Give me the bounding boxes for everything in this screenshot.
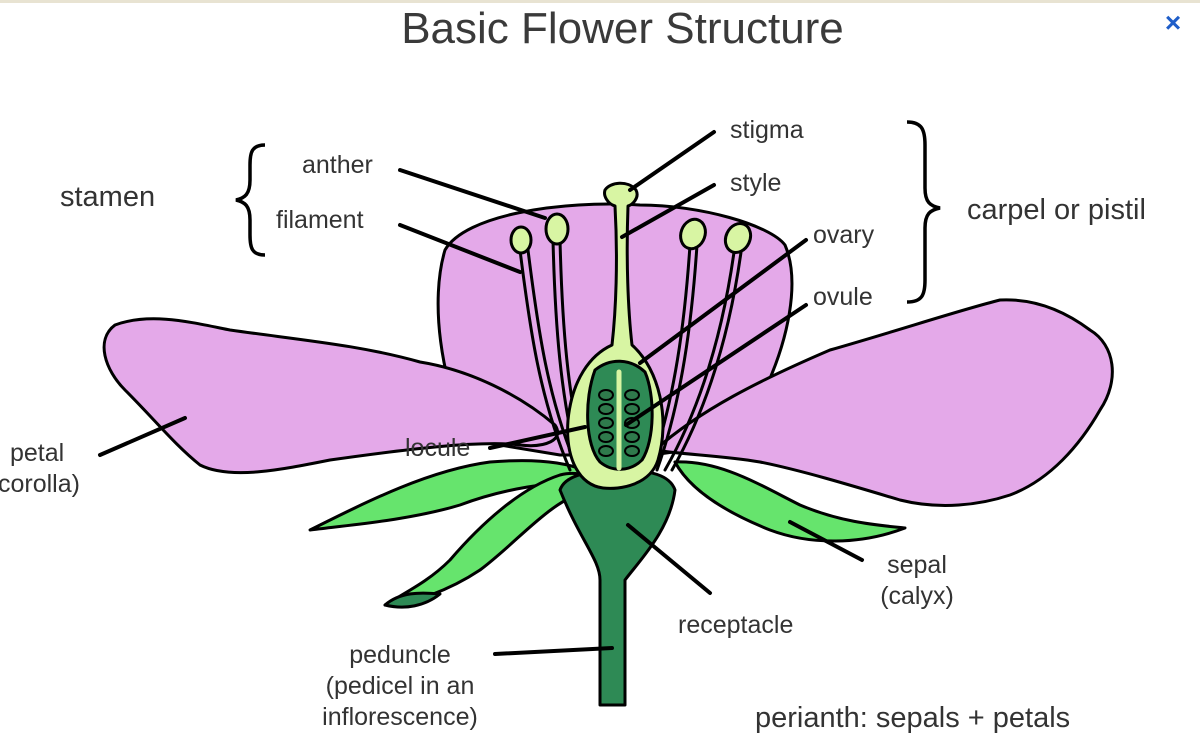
receptacle-shape	[558, 468, 677, 707]
label-receptacle: receptacle	[678, 611, 794, 639]
carpel-brace	[906, 120, 941, 304]
label-style: style	[730, 169, 782, 197]
sepal-right	[673, 460, 907, 543]
label-stamen: stamen	[60, 181, 156, 213]
label-petal-line-1: petal	[10, 439, 65, 467]
label-ovary: ovary	[813, 221, 875, 249]
label-stigma: stigma	[730, 116, 804, 144]
label-petal-line-2: corolla)	[0, 470, 80, 498]
label-sepal: sepal (calyx)	[862, 550, 972, 612]
label-petal: petal corolla)	[0, 438, 80, 500]
label-peduncle-line-1: peduncle	[349, 641, 451, 669]
left-petal	[102, 317, 559, 475]
right-petal	[653, 298, 1114, 507]
label-ovule: ovule	[813, 283, 873, 311]
label-peduncle-line-3: inflorescence)	[322, 703, 478, 731]
label-anther: anther	[302, 151, 373, 179]
label-sepal-line-2: (calyx)	[880, 582, 954, 610]
label-perianth: perianth: sepals + petals	[755, 702, 1071, 734]
sepal-left-curl-dark	[383, 591, 442, 609]
anther-1	[509, 225, 533, 255]
ovules	[598, 389, 640, 457]
label-peduncle-line-2: (pedicel in an	[325, 672, 475, 700]
label-filament: filament	[276, 206, 364, 234]
sepal-left-front	[308, 459, 607, 532]
label-sepal-line-1: sepal	[887, 551, 947, 579]
page-title: Basic Flower Structure	[401, 4, 844, 53]
stamen-brace	[235, 143, 266, 257]
label-locule: locule	[405, 434, 471, 462]
label-carpel: carpel or pistil	[967, 194, 1146, 226]
leader-lines	[98, 130, 864, 656]
top-border	[0, 0, 1200, 3]
label-peduncle: peduncle (pedicel in an inflorescence)	[295, 640, 505, 733]
anther-3	[679, 217, 707, 251]
anther-2	[544, 212, 570, 246]
close-icon[interactable]: ×	[1164, 7, 1182, 38]
sepal-left-curl	[383, 472, 593, 607]
anther-4	[723, 221, 753, 255]
